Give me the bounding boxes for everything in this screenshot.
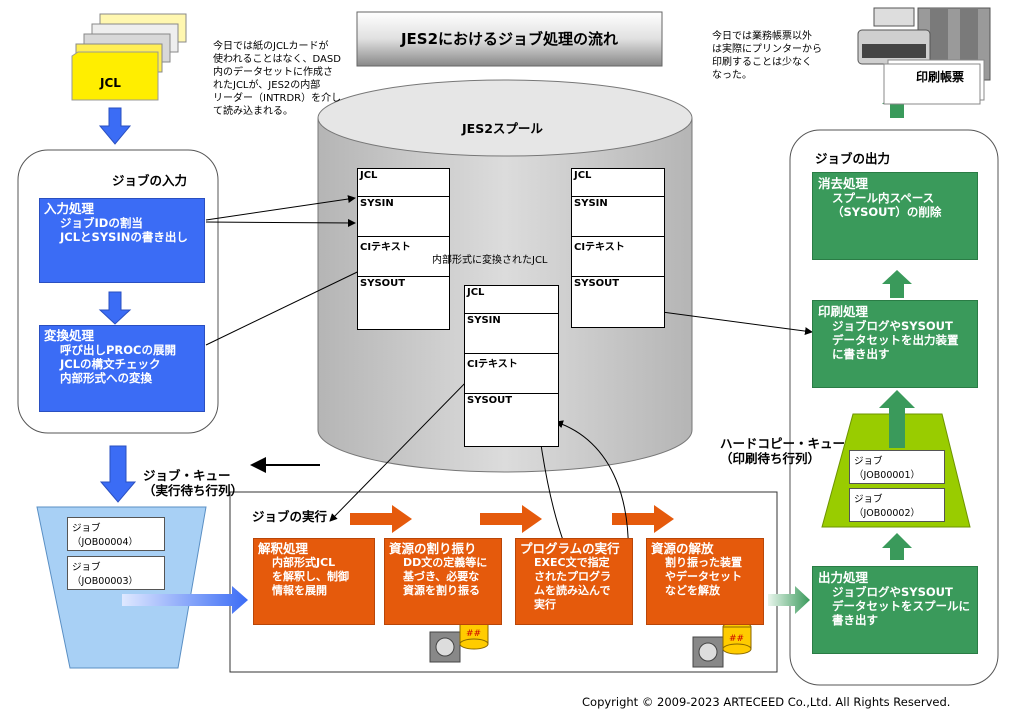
down-arrow-1: [98, 107, 132, 145]
exec-to-output-arrow: [768, 586, 810, 614]
step-arrow-2: [480, 505, 542, 533]
spool-row-ci: CIテキスト: [465, 354, 558, 394]
step-arrow-3: [612, 505, 674, 533]
printer-graphic: [857, 7, 991, 105]
spool-row-sysout: SYSOUT: [574, 278, 620, 289]
convert-process-box: 変換処理 呼び出しPROCの展開 JCLの構文チェック 内部形式への変換: [39, 325, 205, 412]
down-arrow-3: [99, 445, 137, 503]
spool-title: JES2スプール: [462, 121, 543, 136]
delete-process-box: 消去処理 スプール内スペース （SYSOUT）の削除: [812, 172, 978, 260]
down-arrow-2: [98, 291, 132, 325]
copyright: Copyright © 2009-2023 ARTECEED Co.,Ltd. …: [582, 695, 951, 709]
queue-job-2: ジョブ（JOB00003）: [67, 556, 165, 590]
spool-row-ci: CIテキスト: [572, 237, 664, 277]
up-arrow-delete: [882, 270, 912, 298]
page-title: JES2におけるジョブ処理の流れ: [400, 30, 619, 48]
spool-row-jcl: JCL: [465, 286, 558, 314]
jcl-card-stack: [71, 13, 187, 101]
output-process-box: 出力処理 ジョブログやSYSOUT データセットをスプールに 書き出す: [812, 566, 978, 654]
job-queue-title: ジョブ・キュー（実行待ち行列）: [143, 468, 244, 498]
input-process-heading: 入力処理: [44, 201, 95, 216]
input-process-box: 入力処理 ジョブIDの割当 JCLとSYSINの書き出し: [39, 198, 205, 283]
step-arrow-1: [350, 505, 412, 533]
svg-text:##: ##: [466, 629, 481, 639]
job-output-title: ジョブの出力: [815, 151, 891, 166]
svg-text:##: ##: [729, 634, 744, 644]
converted-jcl-label: 内部形式に変換されたJCL: [432, 255, 548, 266]
spool-row-jcl: JCL: [572, 169, 664, 197]
title-banner: [356, 11, 663, 67]
spool-row-sysout: SYSOUT: [467, 395, 513, 406]
line-convert-to-ci: [205, 261, 379, 346]
resource-icon-2: ##: [692, 621, 752, 668]
exec-step-interpret: 解釈処理 内部形式JCL を解釈し、制御 情報を展開: [253, 538, 375, 625]
up-arrow-output: [882, 533, 912, 560]
hardcopy-job-1: ジョブ（JOB00001）: [849, 450, 945, 484]
spool-table-right: JCL SYSIN CIテキスト SYSOUT: [571, 168, 665, 328]
printer-note: 今日では業務帳票以外は実際にプリンターから印刷することは少なくなった。: [712, 31, 822, 81]
job-exec-title: ジョブの実行: [252, 509, 328, 524]
spool-row-jcl: JCL: [358, 169, 449, 197]
spool-table-center: JCL SYSIN CIテキスト SYSOUT: [464, 285, 559, 447]
print-process-box: 印刷処理 ジョブログやSYSOUT データセットを出力装置 に書き出す: [812, 300, 978, 388]
spool-row-ci: CIテキスト: [358, 237, 449, 277]
spool-row-sysin: SYSIN: [358, 197, 449, 237]
spool-row-sysin: SYSIN: [572, 197, 664, 237]
hardcopy-queue-title: ハードコピー・キュー（印刷待ち行列）: [720, 436, 846, 466]
up-arrow-print: [879, 390, 915, 448]
exec-step-program: プログラムの実行 EXEC文で指定 されたプログラ ムを読み込んで 実行: [515, 538, 633, 625]
exec-step-allocate: 資源の割り振り DD文の定義等に 基づき、必要な 資源を割り振る: [384, 538, 502, 625]
spool-row-sysin: SYSIN: [465, 314, 558, 354]
spool-row-sysout: SYSOUT: [360, 278, 406, 289]
queue-to-exec-arrow: [122, 586, 248, 614]
line-ci-to-exec: [329, 375, 473, 522]
queue-job-1: ジョブ（JOB00004）: [67, 517, 165, 551]
spool-table-left: JCL SYSIN CIテキスト SYSOUT: [357, 168, 450, 330]
hardcopy-job-2: ジョブ（JOB00002）: [849, 488, 945, 522]
line-input-to-jcl: [205, 195, 356, 221]
job-input-title: ジョブの入力: [112, 173, 188, 188]
jcl-card-label: JCL: [100, 76, 121, 90]
exec-step-release: 資源の解放 割り振った装置 やデータセット などを解放: [646, 538, 764, 625]
convert-process-heading: 変換処理: [44, 328, 95, 343]
line-input-to-sysin: [205, 218, 356, 227]
print-form-label: 印刷帳票: [914, 68, 967, 85]
